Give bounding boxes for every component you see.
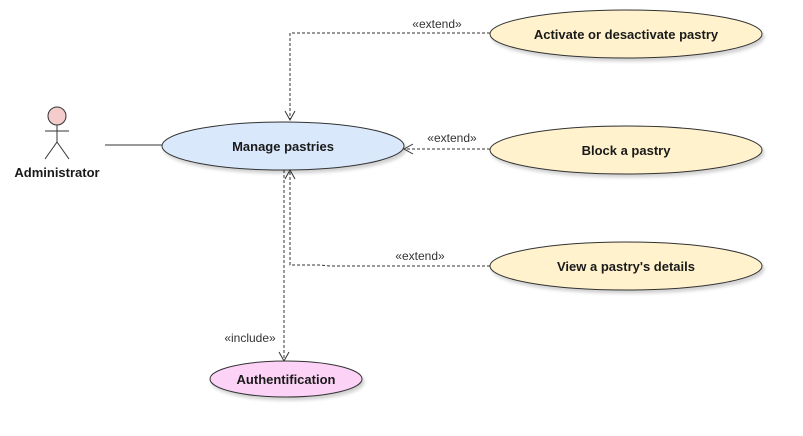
use-case-activate-label: Activate or desactivate pastry bbox=[534, 27, 719, 42]
administrator-actor[interactable]: Administrator bbox=[14, 106, 100, 180]
use-case-manage-label: Manage pastries bbox=[232, 139, 334, 154]
extend-block-arrowhead bbox=[402, 143, 414, 155]
use-case-view-details[interactable]: View a pastry's details bbox=[489, 241, 763, 291]
extend-activate-relation[interactable]: «extend» bbox=[284, 17, 490, 122]
extend-block-relation[interactable]: «extend» bbox=[402, 131, 490, 155]
include-auth-relation[interactable]: «include» bbox=[224, 170, 290, 363]
use-case-manage-pastries[interactable]: Manage pastries bbox=[161, 121, 405, 171]
use-case-activate-ellipse bbox=[489, 9, 763, 59]
use-case-block-pastry[interactable]: Block a pastry bbox=[489, 125, 763, 175]
use-case-activate-pastry[interactable]: Activate or desactivate pastry bbox=[489, 9, 763, 59]
actor-head bbox=[47, 106, 67, 126]
extend-activate-line bbox=[289, 32, 490, 120]
use-case-block-ellipse bbox=[489, 125, 763, 175]
actor-left-leg bbox=[44, 141, 58, 160]
actor-label: Administrator bbox=[14, 165, 99, 180]
extend-view-relation[interactable]: «extend» bbox=[284, 168, 490, 267]
use-case-view-label: View a pastry's details bbox=[557, 259, 695, 274]
extend-view-line bbox=[289, 170, 490, 267]
extend-activate-label: «extend» bbox=[412, 17, 462, 31]
extend-block-label: «extend» bbox=[427, 131, 477, 145]
include-auth-label: «include» bbox=[224, 331, 276, 345]
use-case-auth-label: Authentification bbox=[237, 372, 336, 387]
use-case-manage-ellipse bbox=[161, 121, 405, 171]
use-case-view-ellipse bbox=[489, 241, 763, 291]
extend-activate-arrowhead bbox=[284, 110, 296, 122]
actor-right-leg bbox=[56, 141, 70, 160]
extend-view-label: «extend» bbox=[395, 249, 445, 263]
use-case-auth-ellipse bbox=[209, 360, 363, 398]
use-case-authentification[interactable]: Authentification bbox=[209, 360, 363, 398]
use-case-block-label: Block a pastry bbox=[582, 143, 672, 158]
